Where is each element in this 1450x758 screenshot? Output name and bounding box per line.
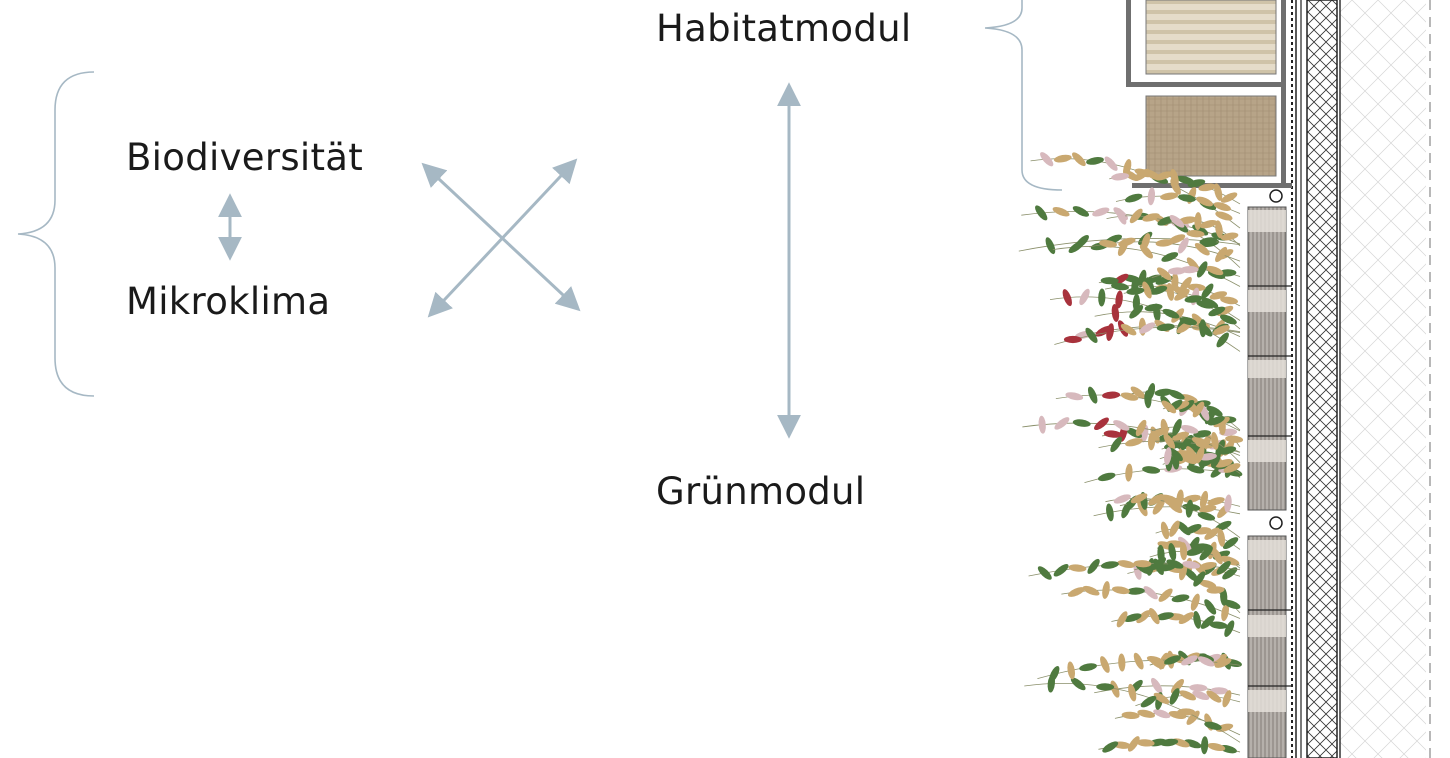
- right-bracket: [984, 0, 1063, 191]
- planter-column: [1247, 206, 1292, 758]
- arrow-cross-up: [427, 158, 578, 318]
- label-habitat-module: Habitatmodul: [656, 7, 912, 50]
- label-green-module: Grünmodul: [656, 470, 866, 513]
- label-microclimate: Mikroklima: [126, 280, 331, 323]
- left-curly-brace: [17, 71, 95, 397]
- plant-foliage: [1018, 150, 1244, 756]
- label-biodiversity: Biodiversität: [126, 136, 364, 179]
